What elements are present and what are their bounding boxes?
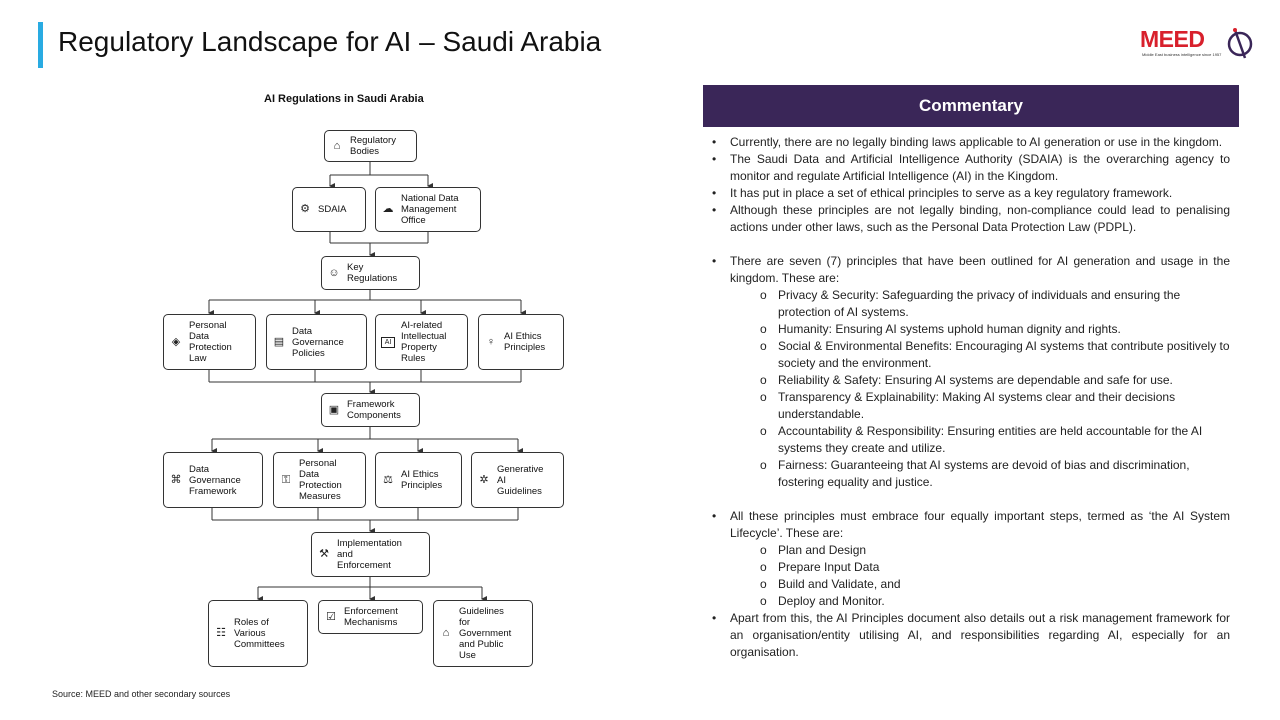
source-note: Source: MEED and other secondary sources	[52, 689, 231, 699]
logo-text: MEED	[1140, 26, 1205, 52]
node-data-governance-policies: ▤ Data Governance Policies	[266, 314, 367, 370]
logo-tagline: Middle East business intelligence since …	[1142, 52, 1222, 57]
node-pdp-measures: ⚿ Personal Data Protection Measures	[273, 452, 366, 508]
team-icon: ☷	[216, 627, 226, 639]
commentary-body: Currently, there are no legally binding …	[710, 134, 1230, 661]
lock-icon: ⚿	[281, 473, 291, 486]
node-label: Guidelines for Government and Public Use	[459, 606, 512, 661]
puzzle-icon: ▣	[328, 403, 340, 416]
bullet: Apart from this, the AI Principles docum…	[710, 610, 1230, 661]
diagram-title: AI Regulations in Saudi Arabia	[264, 93, 424, 105]
sub-bullet: Accountability & Responsibility: Ensurin…	[710, 423, 1230, 457]
gear-icon: ✲	[479, 473, 489, 486]
node-enforcement-mechanisms: ☑ Enforcement Mechanisms	[318, 600, 423, 634]
sub-bullet: Privacy & Security: Safeguarding the pri…	[710, 287, 1230, 321]
node-sdaia: ⚙ SDAIA	[292, 187, 366, 232]
node-label: Enforcement Mechanisms	[344, 606, 398, 628]
title-accent-bar	[38, 22, 43, 68]
sub-bullet: Fairness: Guaranteeing that AI systems a…	[710, 457, 1230, 491]
node-data-governance-framework: ⌘ Data Governance Framework	[163, 452, 263, 508]
gavel-icon: ⚒	[319, 548, 329, 560]
node-gen-ai-guidelines: ✲ Generative AI Guidelines	[471, 452, 564, 508]
node-framework-components: ▣ Framework Components	[321, 393, 420, 427]
sub-bullet: Plan and Design	[710, 542, 1230, 559]
node-label: Framework Components	[347, 399, 401, 421]
commentary-heading: Commentary	[703, 85, 1239, 127]
people-icon: ☺	[328, 266, 340, 279]
building-icon: ⌂	[333, 139, 341, 152]
node-label: SDAIA	[318, 204, 347, 215]
node-label: AI Ethics Principles	[401, 469, 443, 491]
diagram-connectors	[208, 162, 526, 602]
bullet: It has put in place a set of ethical pri…	[710, 185, 1230, 202]
bullet: Although these principles are not legall…	[710, 202, 1230, 236]
sub-bullet: Transparency & Explainability: Making AI…	[710, 389, 1230, 423]
ai-icon: AI	[381, 336, 395, 348]
node-label: Data Governance Policies	[292, 325, 344, 359]
sub-bullet: Reliability & Safety: Ensuring AI system…	[710, 372, 1230, 389]
bulb-icon: ♀	[486, 335, 496, 348]
cloud-icon: ☁	[382, 203, 394, 215]
node-roles-committees: ☷ Roles of Various Committees	[208, 600, 308, 667]
node-regulatory-bodies: ⌂ Regulatory Bodies	[324, 130, 417, 162]
chip-icon: ⚙	[300, 203, 310, 215]
logo-mark-icon	[1227, 28, 1253, 59]
bullet: All these principles must embrace four e…	[710, 508, 1230, 542]
node-label: Data Governance Framework	[189, 463, 241, 497]
node-label: Regulatory Bodies	[350, 135, 396, 157]
node-label: Roles of Various Committees	[234, 617, 285, 650]
node-label: AI Ethics Principles	[504, 331, 546, 353]
node-implementation: ⚒ Implementation and Enforcement	[311, 532, 430, 577]
bullet: The Saudi Data and Artificial Intelligen…	[710, 151, 1230, 185]
node-label: AI-related Intellectual Property Rules	[401, 320, 447, 364]
person-check-icon: ☑	[326, 610, 336, 623]
sub-bullet: Deploy and Monitor.	[710, 593, 1230, 610]
sub-bullet: Social & Environmental Benefits: Encoura…	[710, 338, 1230, 372]
meed-logo: MEED Middle East business intelligence s…	[1140, 26, 1260, 60]
sub-bullet: Prepare Input Data	[710, 559, 1230, 576]
node-label: Personal Data Protection Law	[189, 320, 232, 364]
shield-icon: ◈	[171, 335, 181, 348]
node-label: Implementation and Enforcement	[337, 538, 402, 571]
bullet: Currently, there are no legally binding …	[710, 134, 1230, 151]
node-label: Generative AI Guidelines	[497, 463, 544, 497]
node-label: Personal Data Protection Measures	[299, 458, 342, 502]
node-label: National Data Management Office	[401, 193, 459, 226]
node-ai-ethics-principles: ♀ AI Ethics Principles	[478, 314, 564, 370]
sub-bullet: Humanity: Ensuring AI systems uphold hum…	[710, 321, 1230, 338]
node-pdpl: ◈ Personal Data Protection Law	[163, 314, 256, 370]
node-key-regulations: ☺ Key Regulations	[321, 256, 420, 290]
bullet: There are seven (7) principles that have…	[710, 253, 1230, 287]
node-ndmo: ☁ National Data Management Office	[375, 187, 481, 232]
government-icon: ⌂	[442, 627, 450, 639]
scales-icon: ⚖	[383, 473, 393, 486]
node-guidelines-government: ⌂ Guidelines for Government and Public Us…	[433, 600, 533, 667]
network-icon: ⌘	[170, 473, 182, 486]
document-icon: ▤	[273, 335, 285, 348]
page-title: Regulatory Landscape for AI – Saudi Arab…	[58, 26, 602, 57]
node-ai-ip-rules: AI AI-related Intellectual Property Rules	[375, 314, 468, 370]
node-label: Key Regulations	[347, 262, 398, 284]
node-ai-ethics-principles-2: ⚖ AI Ethics Principles	[375, 452, 462, 508]
sub-bullet: Build and Validate, and	[710, 576, 1230, 593]
